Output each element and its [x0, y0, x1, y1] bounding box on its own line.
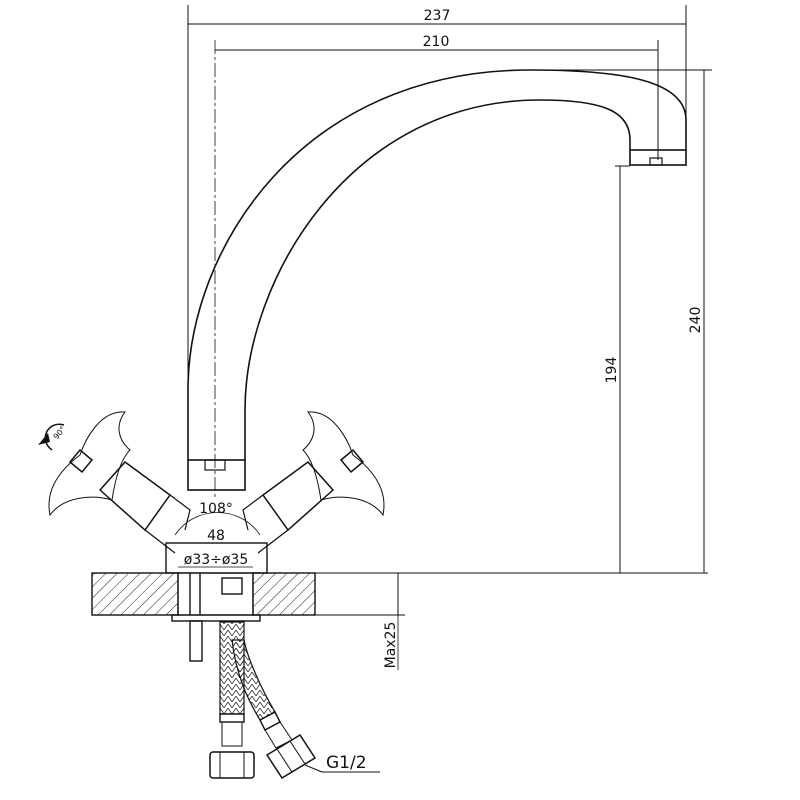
right-handle — [242, 411, 385, 554]
left-handle — [48, 411, 191, 554]
countertop-section — [91, 572, 708, 622]
right-hose — [231, 639, 317, 780]
dim-210-label: 210 — [423, 34, 450, 50]
dim-240-label: 240 — [688, 307, 704, 334]
angle-108: 108° — [174, 501, 261, 536]
max25-label: Max25 — [383, 622, 399, 669]
rotation-90-icon: 90° — [38, 423, 68, 451]
angle-108-label: 108° — [199, 501, 233, 517]
dimension-hole-diameter: ø33÷ø35 — [178, 552, 253, 568]
left-hose — [209, 621, 255, 779]
dimension-max25: Max25 — [383, 573, 399, 670]
dim-48-label: 48 — [207, 528, 225, 544]
dimension-210: 210 — [214, 34, 659, 500]
mounting-stud — [189, 620, 203, 662]
dim-237-label: 237 — [424, 8, 451, 24]
thread-callout: G1/2 — [304, 753, 380, 773]
rotation-label: 90° — [52, 425, 68, 442]
dimension-240: 240 — [540, 69, 712, 573]
dimension-194: 194 — [604, 165, 630, 573]
hole-diameter-label: ø33÷ø35 — [184, 552, 249, 568]
thread-label: G1/2 — [326, 753, 367, 773]
spout — [187, 69, 687, 491]
dimension-237: 237 — [187, 5, 687, 400]
dim-194-label: 194 — [604, 357, 620, 384]
